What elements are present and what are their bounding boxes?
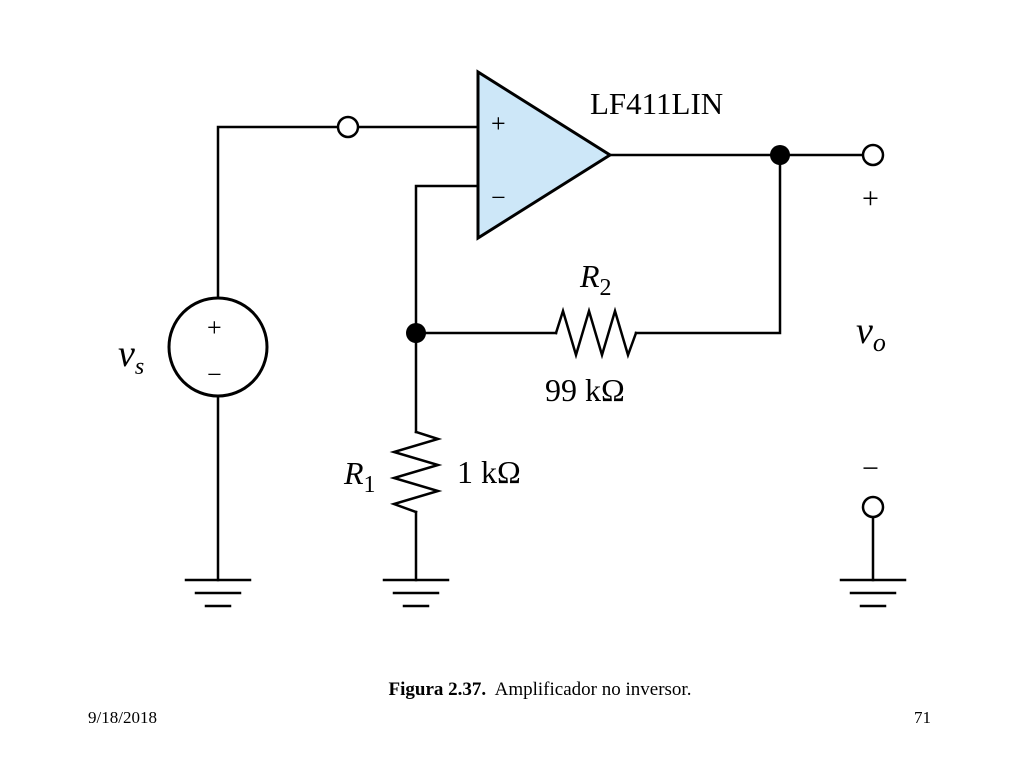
- r1-label: R1: [343, 455, 376, 498]
- source-label: vs: [118, 333, 144, 380]
- input-terminal: [336, 115, 360, 139]
- opamp-minus-sign: −: [491, 183, 506, 212]
- opamp-label: LF411LIN: [590, 86, 723, 121]
- wire-source-top: [216, 125, 340, 300]
- opamp-plus-sign: +: [491, 109, 506, 138]
- source-minus-sign: −: [207, 360, 222, 389]
- source-label-sub: s: [135, 354, 144, 380]
- ground-r1: [382, 578, 450, 608]
- r2-label-main: R: [579, 258, 600, 294]
- output-label-main: v: [856, 310, 873, 352]
- resistor-r2: [554, 306, 638, 360]
- r1-label-main: R: [343, 455, 364, 491]
- ground-source: [184, 578, 252, 608]
- output-label: vo: [856, 310, 886, 357]
- feedback-node: [406, 323, 426, 343]
- figure-caption: Figura 2.37. Amplificador no inversor.: [0, 679, 1024, 701]
- resistor-r1: [389, 430, 443, 514]
- output-label-sub: o: [873, 328, 886, 357]
- source-label-main: v: [118, 333, 135, 375]
- r2-value: 99 kΩ: [545, 372, 625, 408]
- footer-page-number: 71: [914, 708, 931, 727]
- opamp-triangle: [476, 69, 613, 241]
- wire-r2-output: [634, 153, 782, 335]
- output-terminal-bottom: [861, 495, 885, 519]
- r2-label-sub: 2: [600, 275, 612, 301]
- caption-text: Amplificador no inversor.: [494, 679, 692, 700]
- wire-minus-node: [414, 184, 480, 335]
- r1-label-sub: 1: [364, 472, 376, 498]
- caption-label: Figura 2.37.: [388, 679, 487, 700]
- output-plus-sign: +: [862, 182, 879, 215]
- r2-label: R2: [579, 258, 612, 301]
- output-node: [770, 145, 790, 165]
- voltage-source: [167, 296, 269, 398]
- r1-value: 1 kΩ: [457, 454, 521, 490]
- wires: [216, 125, 875, 582]
- footer-date: 9/18/2018: [88, 708, 157, 727]
- source-plus-sign: +: [207, 313, 222, 342]
- output-minus-sign: −: [862, 452, 879, 485]
- ground-output: [839, 578, 907, 608]
- output-terminal-top: [861, 143, 885, 167]
